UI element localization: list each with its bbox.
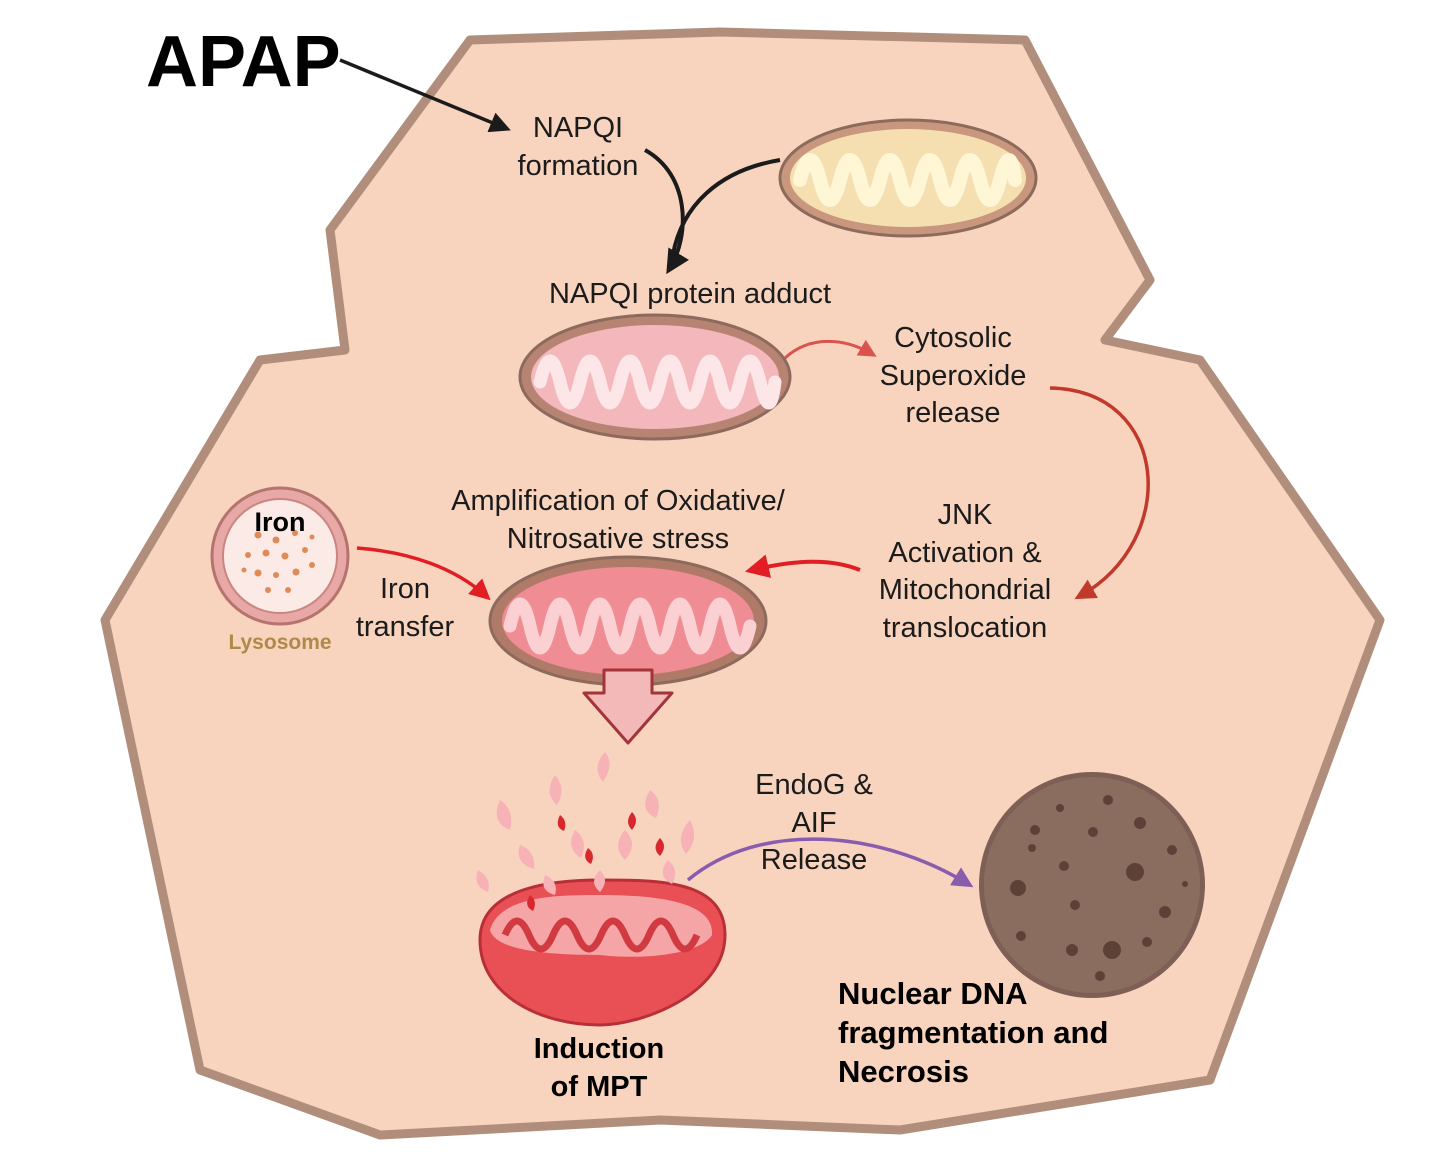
napqi-formation-line-2: formation xyxy=(517,149,639,182)
iron-transfer-line-1: Iron xyxy=(380,573,430,605)
superoxide-label: Cytosolic Superoxide release xyxy=(860,320,1046,433)
endog-line-3: Release xyxy=(760,844,868,876)
arrow-adduct-to-superoxide xyxy=(783,339,877,360)
amplification-line-1: Amplification of Oxidative/ xyxy=(451,485,785,517)
protein-adduct-label: NAPQI protein adduct xyxy=(548,278,832,310)
mitochondrion-damaged-icon xyxy=(518,313,792,441)
necrosis-line-2: fragmentation and xyxy=(838,1015,1109,1050)
arrow-apap-to-napqi xyxy=(339,58,511,133)
arrow-iron-transfer xyxy=(356,546,491,601)
arrow-jnk-to-mitochondrion xyxy=(744,554,861,578)
mitochondrion-healthy-icon xyxy=(778,118,1038,238)
necrosis-line-3: Necrosis xyxy=(838,1054,969,1089)
endog-line-1: EndoG & xyxy=(755,769,873,801)
block-arrow-down-icon xyxy=(582,668,674,745)
napqi-formation-label: NAPQI formation xyxy=(488,110,668,185)
arrow-napqi-to-adduct xyxy=(644,148,781,275)
endog-label: EndoG & AIF Release xyxy=(740,767,888,880)
necrosis-label: Nuclear DNA fragmentation and Necrosis xyxy=(838,974,1138,1091)
arrow-endog-to-nucleus xyxy=(686,837,974,888)
nucleus-icon xyxy=(979,772,1205,998)
mpt-label: Induction of MPT xyxy=(510,1031,688,1106)
lysosome-icon xyxy=(210,486,350,626)
iron-transfer-label: Iron transfer xyxy=(345,571,465,646)
amplification-label: Amplification of Oxidative/ Nitrosative … xyxy=(418,483,818,558)
superoxide-line-2: Superoxide xyxy=(879,359,1027,392)
endog-line-2: AIF xyxy=(791,806,837,839)
jnk-label: JNK Activation & Mitochondrial transloca… xyxy=(855,497,1075,647)
necrosis-line-1: Nuclear DNA xyxy=(838,976,1028,1011)
mpt-line-1: Induction xyxy=(533,1033,665,1065)
lysosome-label: Lysosome xyxy=(228,631,332,654)
superoxide-line-3: release xyxy=(905,397,1001,429)
jnk-line-3: Mitochondrial xyxy=(878,574,1052,606)
napqi-formation-line-1: NAPQI xyxy=(532,112,624,144)
mpt-line-2: of MPT xyxy=(550,1070,648,1103)
superoxide-line-1: Cytosolic xyxy=(894,322,1012,354)
iron-label: Iron xyxy=(254,507,306,537)
iron-transfer-line-2: transfer xyxy=(355,610,455,643)
apap-title: APAP xyxy=(146,22,341,102)
amplification-line-2: Nitrosative stress xyxy=(506,522,730,555)
jnk-line-4: translocation xyxy=(882,611,1048,644)
mitochondrion-ros-icon xyxy=(488,555,768,687)
jnk-line-1: JNK xyxy=(937,499,993,531)
jnk-line-2: Activation & xyxy=(888,536,1042,569)
arrow-superoxide-to-jnk xyxy=(1049,386,1150,600)
ruptured-mitochondrion-icon xyxy=(476,752,727,1027)
